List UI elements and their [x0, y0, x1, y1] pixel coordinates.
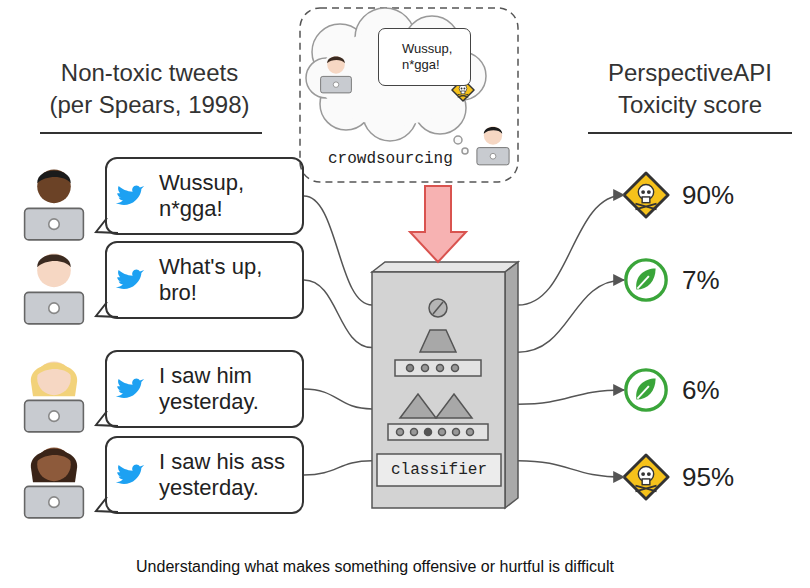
node-text: Wussup, n*gga!	[402, 41, 460, 72]
avatar	[25, 170, 84, 240]
classifier-box	[388, 424, 488, 440]
classifier-box	[372, 262, 518, 508]
node-text: Wussup, n*gga!	[159, 170, 294, 222]
twitter-bird	[116, 185, 144, 484]
classifier-box	[437, 365, 444, 372]
avatar	[25, 254, 84, 324]
toxicity-score: 6%	[624, 365, 774, 415]
classifier-box	[400, 394, 436, 418]
input-line	[304, 461, 372, 475]
column-heading: PerspectiveAPI Toxicity score	[600, 57, 780, 122]
classifier-box	[425, 429, 432, 436]
header-underline	[40, 132, 262, 134]
avatar	[25, 170, 84, 518]
cloud-avatar	[321, 56, 352, 93]
node-text: 6%	[682, 375, 720, 406]
speech-bubble: Wussup, n*gga!	[378, 28, 471, 86]
classifier-box	[439, 429, 446, 436]
input-line	[304, 389, 372, 409]
bubble-tail	[96, 218, 118, 233]
node-text: 7%	[682, 265, 720, 296]
thought-cloud	[462, 148, 468, 154]
score-icon	[626, 260, 666, 300]
score-icon	[624, 173, 668, 217]
bubble-tail	[96, 302, 118, 317]
classifier-box	[452, 365, 459, 372]
bubble-tail	[96, 497, 118, 512]
toxicity-score: 7%	[624, 255, 774, 305]
classifier-box	[453, 429, 460, 436]
node-text: 90%	[682, 180, 734, 211]
classifier-box	[397, 429, 404, 436]
classifier-box	[436, 394, 472, 418]
avatar	[25, 362, 84, 432]
tweet-bubble: What's up, bro!	[105, 241, 304, 319]
classifier-box	[395, 360, 481, 376]
score-icon	[624, 455, 668, 499]
column-heading: Non-toxic tweets (per Spears, 1998)	[42, 57, 257, 122]
tweet-bubble: I saw his ass yesterday.	[105, 436, 304, 514]
classifier-box	[429, 299, 447, 317]
caption: Understanding what makes something offen…	[0, 558, 750, 576]
classifier-box	[467, 429, 474, 436]
tweet-bubble: Wussup, n*gga!	[105, 157, 304, 235]
crowd-panel: crowdsourcing Wussup, n*gga!	[300, 8, 518, 182]
toxicity-score: 95%	[624, 452, 774, 502]
classifier-box	[422, 365, 429, 372]
twitter-bird	[116, 185, 144, 205]
input-line	[304, 196, 372, 305]
classifier-box: classifier	[372, 272, 518, 508]
node-text: I saw his ass yesterday.	[159, 449, 294, 501]
node-text: 95%	[682, 462, 734, 493]
header-underline	[588, 132, 792, 134]
classifier-box	[433, 302, 443, 314]
twitter-bird	[116, 269, 144, 289]
tweet-bubble: I saw him yesterday.	[105, 350, 304, 428]
node-text: I saw him yesterday.	[159, 363, 294, 415]
header-underline	[40, 133, 792, 134]
toxicity-score: 90%	[624, 170, 774, 220]
cloud-avatar	[477, 126, 509, 165]
cloud-frame	[300, 8, 518, 182]
classifier-box	[372, 262, 518, 272]
classifier-box	[505, 262, 518, 508]
thought-cloud	[454, 136, 462, 144]
score-icon	[624, 173, 668, 499]
node-text: What's up, bro!	[159, 254, 294, 306]
score-arrow	[518, 195, 624, 305]
avatar	[25, 448, 84, 518]
node-text: classifier	[378, 458, 500, 482]
classifier-box	[420, 330, 456, 352]
twitter-bird	[116, 464, 144, 484]
score-arrow	[518, 390, 624, 404]
score-icon	[626, 370, 666, 410]
flow-arrow	[410, 186, 466, 262]
classifier-box	[407, 365, 414, 372]
score-arrow	[518, 461, 624, 477]
classifier-box	[411, 429, 418, 436]
cloud-frame	[300, 8, 518, 182]
input-line	[304, 280, 372, 348]
classifier-box	[372, 272, 505, 508]
bubble-tail	[96, 218, 118, 512]
thought-cloud	[306, 8, 486, 154]
bubble-tail	[96, 411, 118, 426]
score-arrow	[518, 280, 624, 352]
twitter-bird	[116, 378, 144, 398]
node-text: crowdsourcing	[328, 150, 453, 168]
classifier-box	[377, 454, 501, 486]
